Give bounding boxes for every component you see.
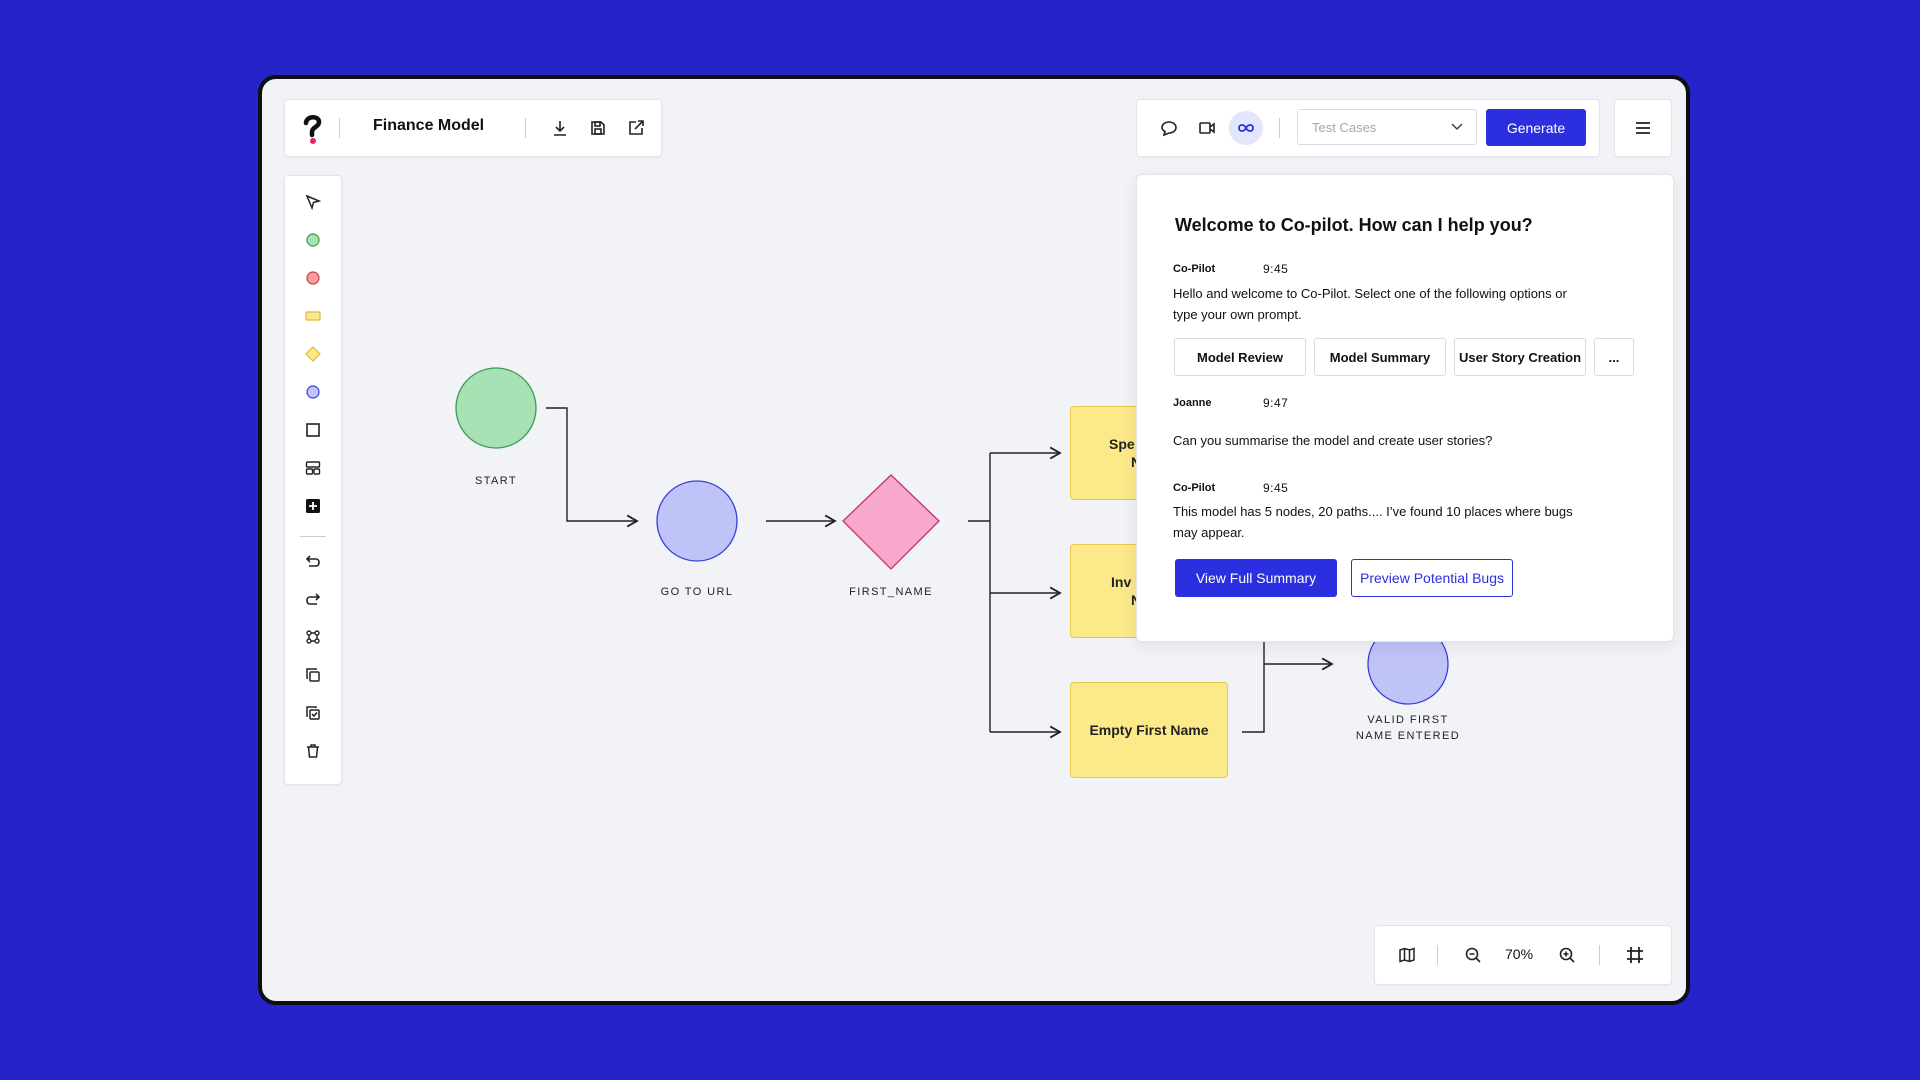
edge-empty-valid [1242, 641, 1332, 733]
share-icon[interactable] [622, 114, 650, 142]
connectors [455, 367, 1449, 739]
message-text: This model has 5 nodes, 20 paths.... I’v… [1173, 504, 1573, 540]
select-placeholder: Test Cases [1312, 119, 1377, 135]
delete-icon[interactable] [299, 737, 327, 765]
url-node-shape [656, 480, 738, 562]
task-node-icon[interactable] [299, 302, 327, 330]
crop-icon[interactable] [1621, 941, 1649, 969]
end-node-icon[interactable] [299, 264, 327, 292]
decision-node-icon[interactable] [299, 340, 327, 368]
document-header: Finance Model [284, 99, 662, 157]
start-node-icon[interactable] [299, 226, 327, 254]
menu-panel [1614, 99, 1672, 157]
first-name-node-label: FIRST_NAME [849, 586, 933, 598]
edge-branch [968, 453, 991, 732]
header-divider [339, 118, 340, 138]
header-divider-2 [525, 118, 526, 138]
comment-icon[interactable] [1155, 114, 1183, 142]
special-node-text: Spe [1109, 436, 1135, 452]
message-text: Hello and welcome to Co-Pilot. Select on… [1173, 286, 1567, 322]
edge-start-url [546, 407, 639, 528]
video-icon[interactable] [1193, 114, 1221, 142]
start-node-shape [455, 367, 537, 449]
layout-icon[interactable] [299, 454, 327, 482]
save-icon[interactable] [584, 114, 612, 142]
tool-palette [284, 175, 342, 785]
redo-icon[interactable] [299, 585, 327, 613]
chevron-down-icon [1450, 120, 1464, 137]
preview-potential-bugs-button[interactable]: Preview Potential Bugs [1351, 559, 1513, 597]
user-story-creation-button[interactable]: User Story Creation [1454, 338, 1586, 376]
frame-icon[interactable] [299, 416, 327, 444]
model-summary-button[interactable]: Model Summary [1314, 338, 1446, 376]
url-node-icon[interactable] [299, 378, 327, 406]
zoom-in-icon[interactable] [1553, 941, 1581, 969]
download-icon[interactable] [546, 114, 574, 142]
message-time: 9:47 [1263, 396, 1289, 410]
first-name-node-shape [842, 474, 940, 570]
paste-icon[interactable] [299, 699, 327, 727]
empty-first-name-node[interactable]: Empty First Name [1070, 682, 1228, 778]
url-node-label: GO TO URL [660, 586, 734, 598]
valid-node-label-line2: NAME ENTERED [1355, 730, 1461, 742]
valid-node-label: VALID FIRST NAME ENTERED [1338, 712, 1478, 744]
logo-icon [299, 112, 327, 146]
view-full-summary-button[interactable]: View Full Summary [1175, 559, 1337, 597]
infinity-icon[interactable] [1229, 111, 1263, 145]
message-sender: Co-Pilot [1173, 263, 1216, 275]
more-options-button[interactable]: ... [1594, 338, 1634, 376]
generate-button[interactable]: Generate [1486, 109, 1586, 146]
message-sender: Joanne [1173, 397, 1212, 409]
zoom-out-icon[interactable] [1459, 941, 1487, 969]
model-review-button[interactable]: Model Review [1174, 338, 1306, 376]
copy-icon[interactable] [299, 661, 327, 689]
group-icon[interactable] [299, 623, 327, 651]
zoom-level: 70% [1505, 946, 1534, 962]
message-time: 9:45 [1263, 481, 1289, 495]
copilot-title: Welcome to Co-pilot. How can I help you? [1175, 215, 1533, 235]
message-sender: Co-Pilot [1173, 482, 1216, 494]
topbar-divider [1279, 118, 1280, 138]
hamburger-menu-icon[interactable] [1629, 114, 1657, 142]
app-window: START GO TO URL FIRST_NAME Spe N Inv N E… [258, 75, 1690, 1005]
invalid-node-text: Inv [1111, 574, 1132, 590]
copilot-panel: Welcome to Co-pilot. How can I help you?… [1136, 174, 1674, 642]
test-cases-select[interactable]: Test Cases [1297, 109, 1477, 145]
message-text: Can you summarise the model and create u… [1173, 433, 1493, 448]
zoom-divider [1437, 945, 1438, 965]
start-node-label: START [474, 475, 518, 487]
zoom-controls: 70% [1374, 925, 1672, 985]
pointer-icon[interactable] [299, 188, 327, 216]
zoom-divider-2 [1599, 945, 1600, 965]
toolbar-divider [300, 536, 326, 537]
add-icon[interactable] [299, 492, 327, 520]
topbar-controls: Test Cases Generate [1136, 99, 1600, 157]
document-title[interactable]: Finance Model [373, 117, 485, 134]
message-time: 9:45 [1263, 262, 1289, 276]
valid-node-label-line1: VALID FIRST [1367, 714, 1449, 726]
map-icon[interactable] [1393, 941, 1421, 969]
undo-icon[interactable] [299, 547, 327, 575]
